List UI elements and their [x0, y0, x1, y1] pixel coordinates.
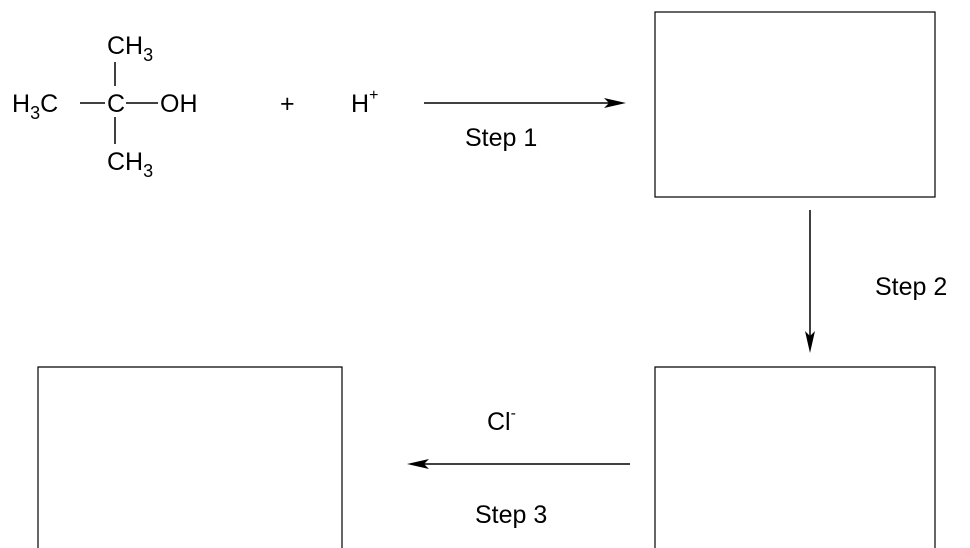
step3-arrow — [407, 459, 630, 469]
step3-label: Step 3 — [475, 501, 547, 529]
central-carbon: C — [107, 90, 125, 118]
step2-arrow — [805, 210, 815, 353]
step1-arrow — [424, 98, 626, 108]
left-methyl-group: H3C — [12, 90, 58, 123]
arrow-head-left-icon — [407, 459, 429, 469]
answer-box-2[interactable] — [654, 366, 936, 548]
arrow-head-down-icon — [805, 331, 815, 353]
step2-label: Step 2 — [875, 273, 947, 301]
answer-box-3[interactable] — [37, 366, 343, 548]
plus-sign: + — [280, 90, 295, 118]
hydroxyl-group: OH — [160, 90, 198, 118]
answer-box-1[interactable] — [654, 11, 936, 198]
bottom-methyl-group: CH3 — [107, 148, 153, 181]
chloride-reagent: Cl- — [487, 405, 516, 436]
proton: H+ — [351, 87, 378, 118]
arrow-head-right-icon — [604, 98, 626, 108]
tert-butanol-structure: CH3 H3C C OH CH3 — [12, 32, 198, 181]
step1-label: Step 1 — [465, 124, 537, 152]
top-methyl-group: CH3 — [107, 32, 153, 65]
